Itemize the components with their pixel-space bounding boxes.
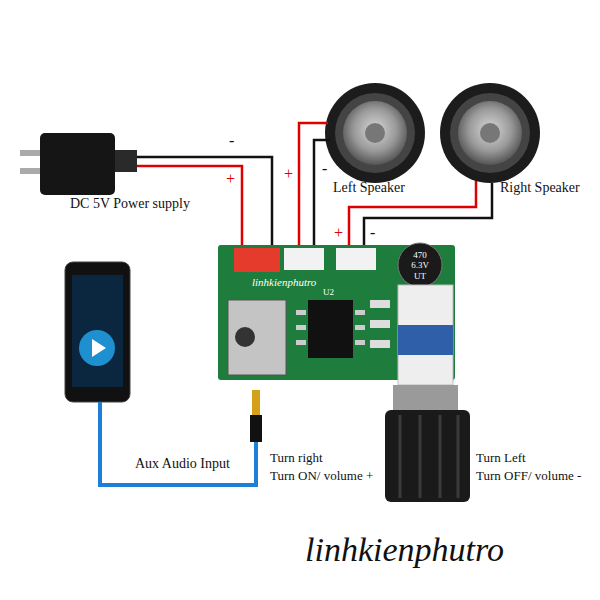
speaker-connector — [284, 248, 324, 270]
chip-pin — [296, 310, 306, 315]
part-label: Left Speaker — [333, 180, 405, 196]
chip-pin — [296, 340, 306, 345]
speaker-cap — [365, 123, 385, 143]
jack-hole — [235, 327, 255, 347]
cable-boot — [115, 150, 137, 172]
polarity-mark: + — [284, 165, 293, 183]
capacitor-value: 470 6.3V UT — [405, 250, 435, 281]
speaker-frame — [325, 83, 425, 183]
volume-knob — [385, 410, 470, 502]
knob-ridge — [419, 415, 422, 498]
potentiometer-body — [398, 285, 453, 385]
polarity-mark: - — [370, 224, 375, 242]
chip-pin — [355, 325, 365, 330]
player-screen — [72, 275, 123, 387]
power-connector — [234, 248, 280, 272]
charger-body — [40, 133, 115, 195]
board-watermark: linhkienphutro — [252, 276, 316, 289]
plug-tip — [252, 390, 260, 415]
plug-body — [250, 415, 262, 442]
part-label: DC 5V Power supply — [70, 196, 190, 212]
play-icon — [92, 339, 106, 357]
part-label: Right Speaker — [500, 180, 580, 196]
play-button — [79, 330, 115, 366]
speaker-surround — [450, 93, 530, 173]
polarity-mark: + — [226, 170, 235, 188]
music-player — [65, 262, 130, 402]
resistor-symbol — [370, 320, 390, 328]
chip-label: U2 — [323, 287, 334, 297]
watermark: linhkienphutro — [305, 530, 504, 569]
knob-note: Turn OFF/ volume - — [476, 469, 581, 484]
knob-ridge — [399, 415, 402, 498]
knob-note: Turn Left — [476, 451, 526, 466]
polarity-mark: - — [322, 160, 327, 178]
aux-cable — [100, 402, 256, 485]
knob-ridge — [457, 415, 460, 498]
knob-note: Turn right — [270, 451, 323, 466]
audio-jack — [228, 300, 286, 375]
chip-pin — [355, 310, 365, 315]
speaker-cap — [480, 123, 500, 143]
speaker-connector — [336, 248, 376, 270]
plug-prong — [20, 168, 42, 174]
plug-prong — [20, 150, 42, 156]
resistor-symbol — [370, 300, 390, 308]
speaker-cone — [343, 101, 407, 165]
knob-ridge — [439, 415, 442, 498]
resistor-symbol — [370, 340, 390, 348]
part-label: Aux Audio Input — [135, 456, 230, 472]
chip-pin — [296, 325, 306, 330]
speaker-cone — [458, 101, 522, 165]
speaker-frame — [440, 83, 540, 183]
speaker-surround — [335, 93, 415, 173]
knob-note: Turn ON/ volume + — [270, 469, 373, 484]
amplifier-chip — [308, 300, 353, 358]
left-negative-wire — [314, 140, 330, 250]
capacitor — [398, 243, 442, 287]
potentiometer-band — [398, 325, 453, 355]
potentiometer-nut — [393, 385, 458, 410]
polarity-mark: + — [334, 224, 343, 242]
chip-pin — [355, 340, 365, 345]
polarity-mark: - — [229, 132, 234, 150]
